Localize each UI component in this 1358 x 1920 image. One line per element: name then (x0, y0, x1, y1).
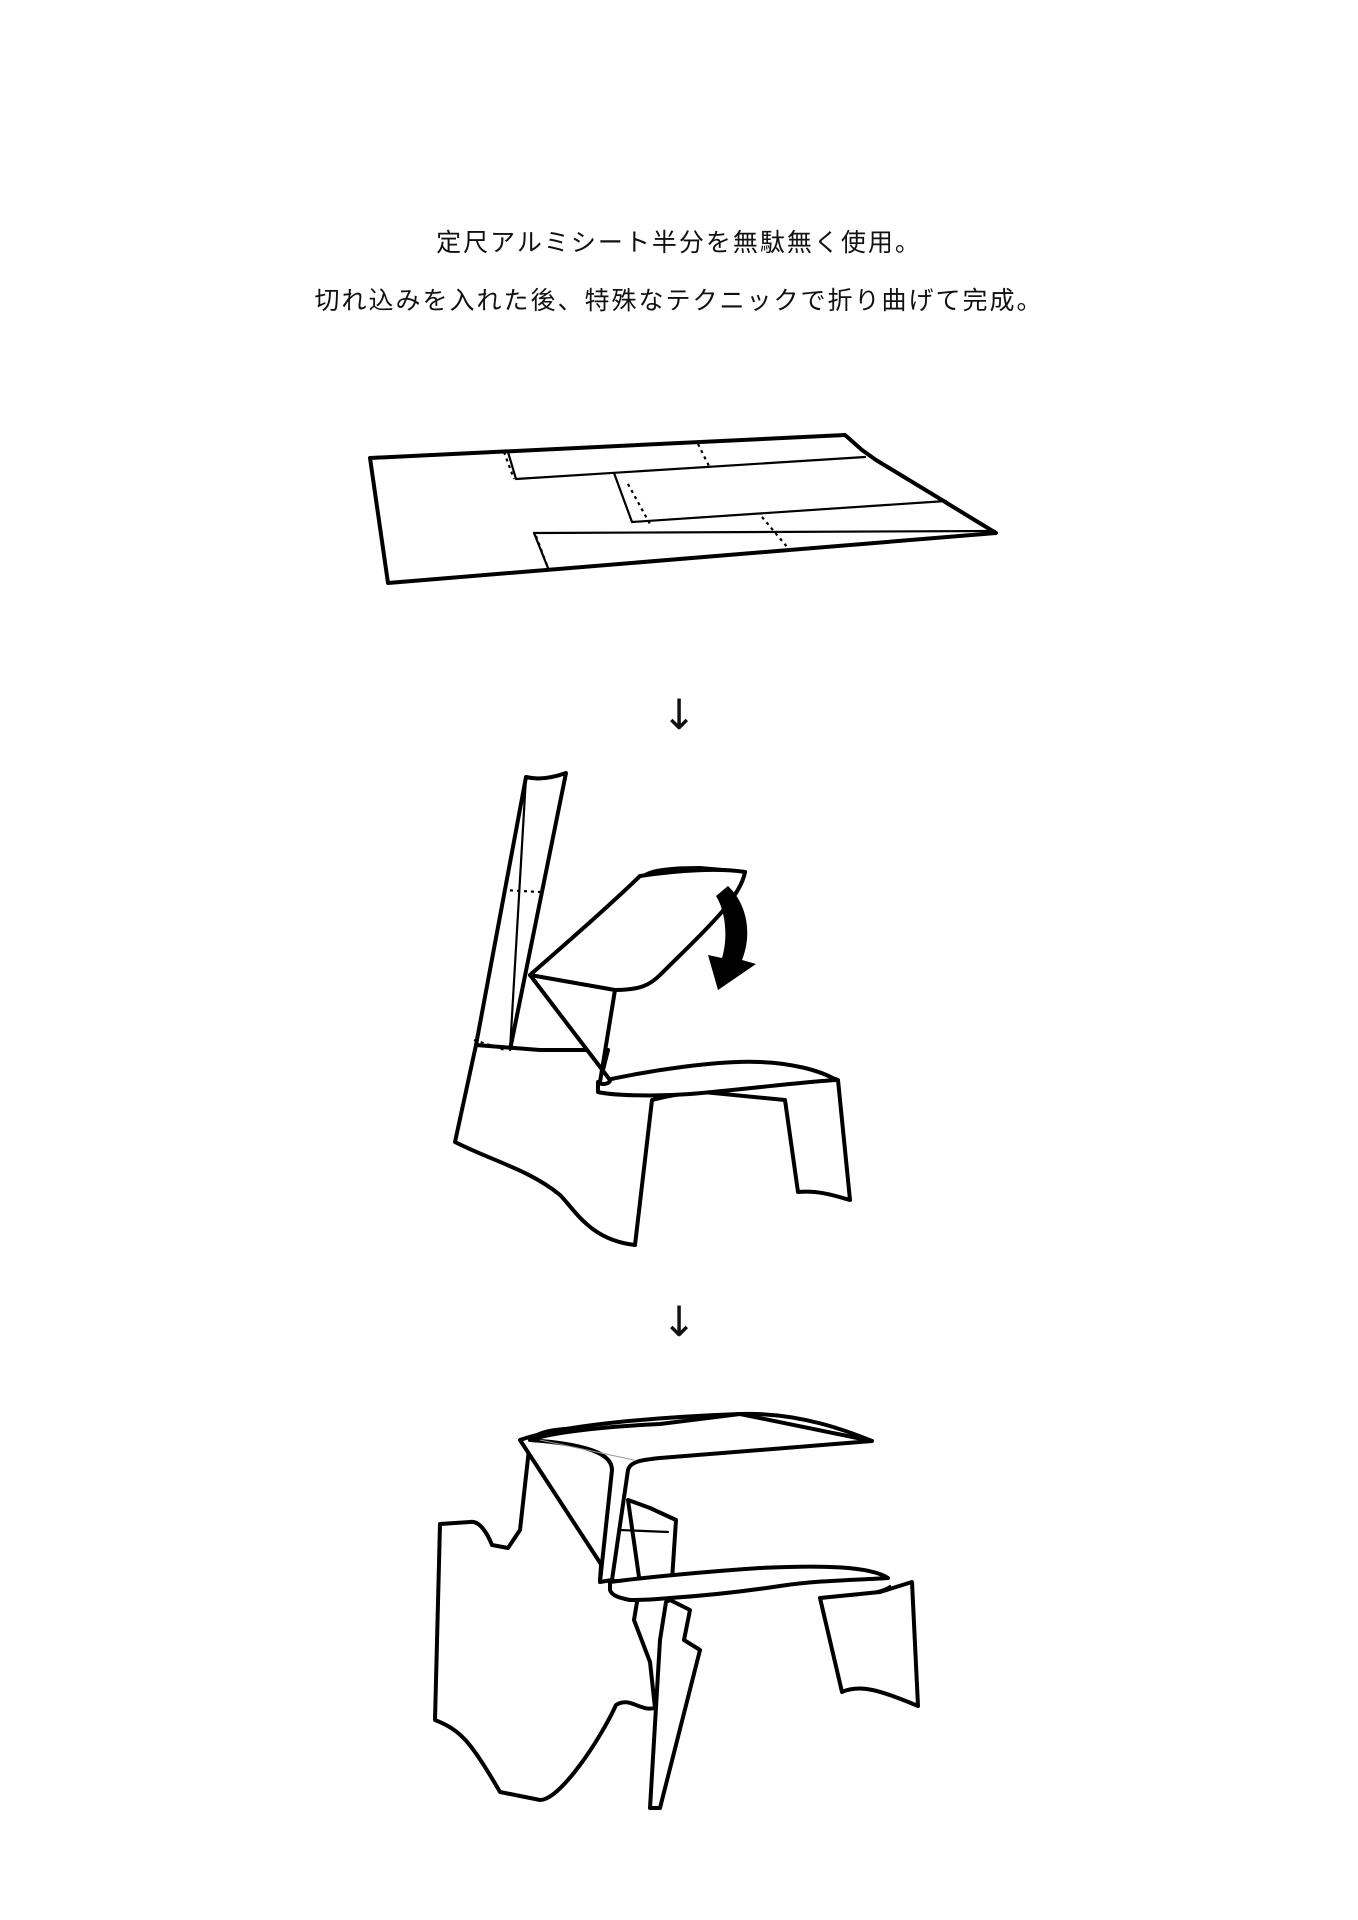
curved-fold-arrow-icon (708, 886, 756, 990)
caption-line-2: 切れ込みを入れた後、特殊なテクニックで折り曲げて完成。 (314, 286, 1044, 315)
down-arrow-icon: ↓ (661, 690, 697, 739)
finished-bench-illustration (433, 1411, 920, 1810)
flat-sheet-illustration (368, 433, 998, 585)
down-arrow-icon: ↓ (661, 1297, 697, 1346)
caption-line-1: 定尺アルミシート半分を無駄無く使用。 (436, 228, 922, 257)
folding-illustration (453, 771, 852, 1247)
